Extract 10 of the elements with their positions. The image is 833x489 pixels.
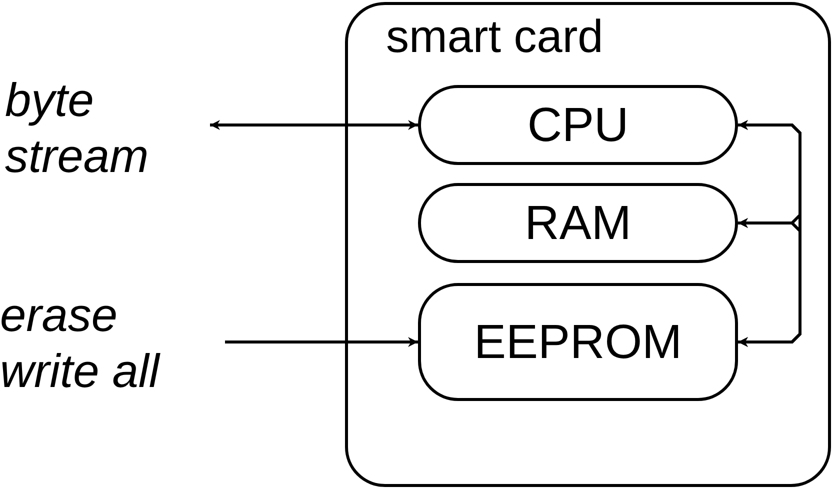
rounded-box: CPU bbox=[418, 85, 738, 165]
arrow bbox=[738, 120, 802, 347]
arrow bbox=[210, 120, 418, 130]
rounded-box: EEPROM bbox=[418, 283, 738, 401]
text-label: byte stream bbox=[5, 72, 210, 184]
arrow bbox=[225, 337, 418, 347]
container-box bbox=[345, 2, 831, 487]
rounded-box: RAM bbox=[418, 183, 738, 263]
card-title: smart card bbox=[386, 9, 604, 63]
text-label: erase write all bbox=[0, 287, 225, 399]
